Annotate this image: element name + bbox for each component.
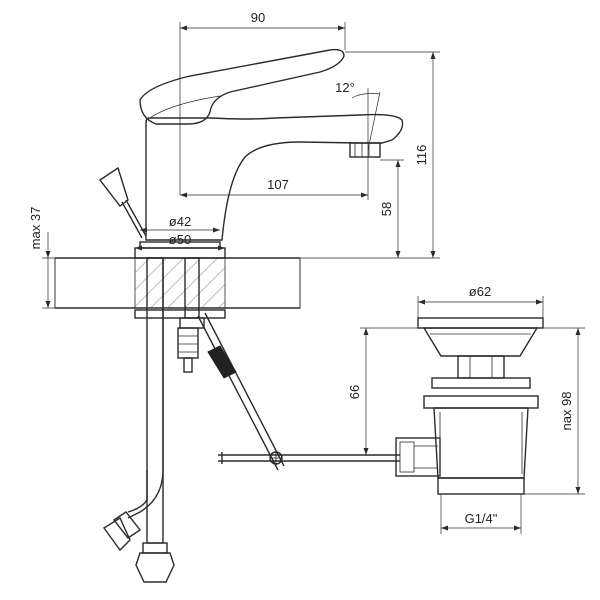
dim-max-thickness: max 37 xyxy=(28,207,43,250)
dim-total-height: 116 xyxy=(414,145,429,166)
dim-spout-projection: 107 xyxy=(267,177,289,192)
dim-lever-angle: 12° xyxy=(335,80,355,95)
countertop-section xyxy=(54,256,301,310)
dimension-labels: 90 12° 116 107 58 max 37 ø42 ø50 ø62 66 … xyxy=(28,10,574,526)
dim-drain-thread: G1/4" xyxy=(465,511,498,526)
dim-base-inner: ø42 xyxy=(169,214,191,229)
drain-assembly xyxy=(395,317,544,495)
mounting-hardware xyxy=(134,257,226,373)
dim-drain-total-height: nax 98 xyxy=(559,391,574,430)
dim-base-outer: ø50 xyxy=(169,232,191,247)
dim-drain-diameter: ø62 xyxy=(469,284,491,299)
faucet-body xyxy=(98,48,404,259)
braided-hose-right xyxy=(102,258,164,552)
dim-spout-reach: 90 xyxy=(251,10,265,25)
popup-rod-linkage xyxy=(197,312,400,471)
dim-spout-height: 58 xyxy=(379,202,394,216)
dim-drain-inner-height: 66 xyxy=(347,385,362,399)
dimension-lines xyxy=(42,22,585,534)
